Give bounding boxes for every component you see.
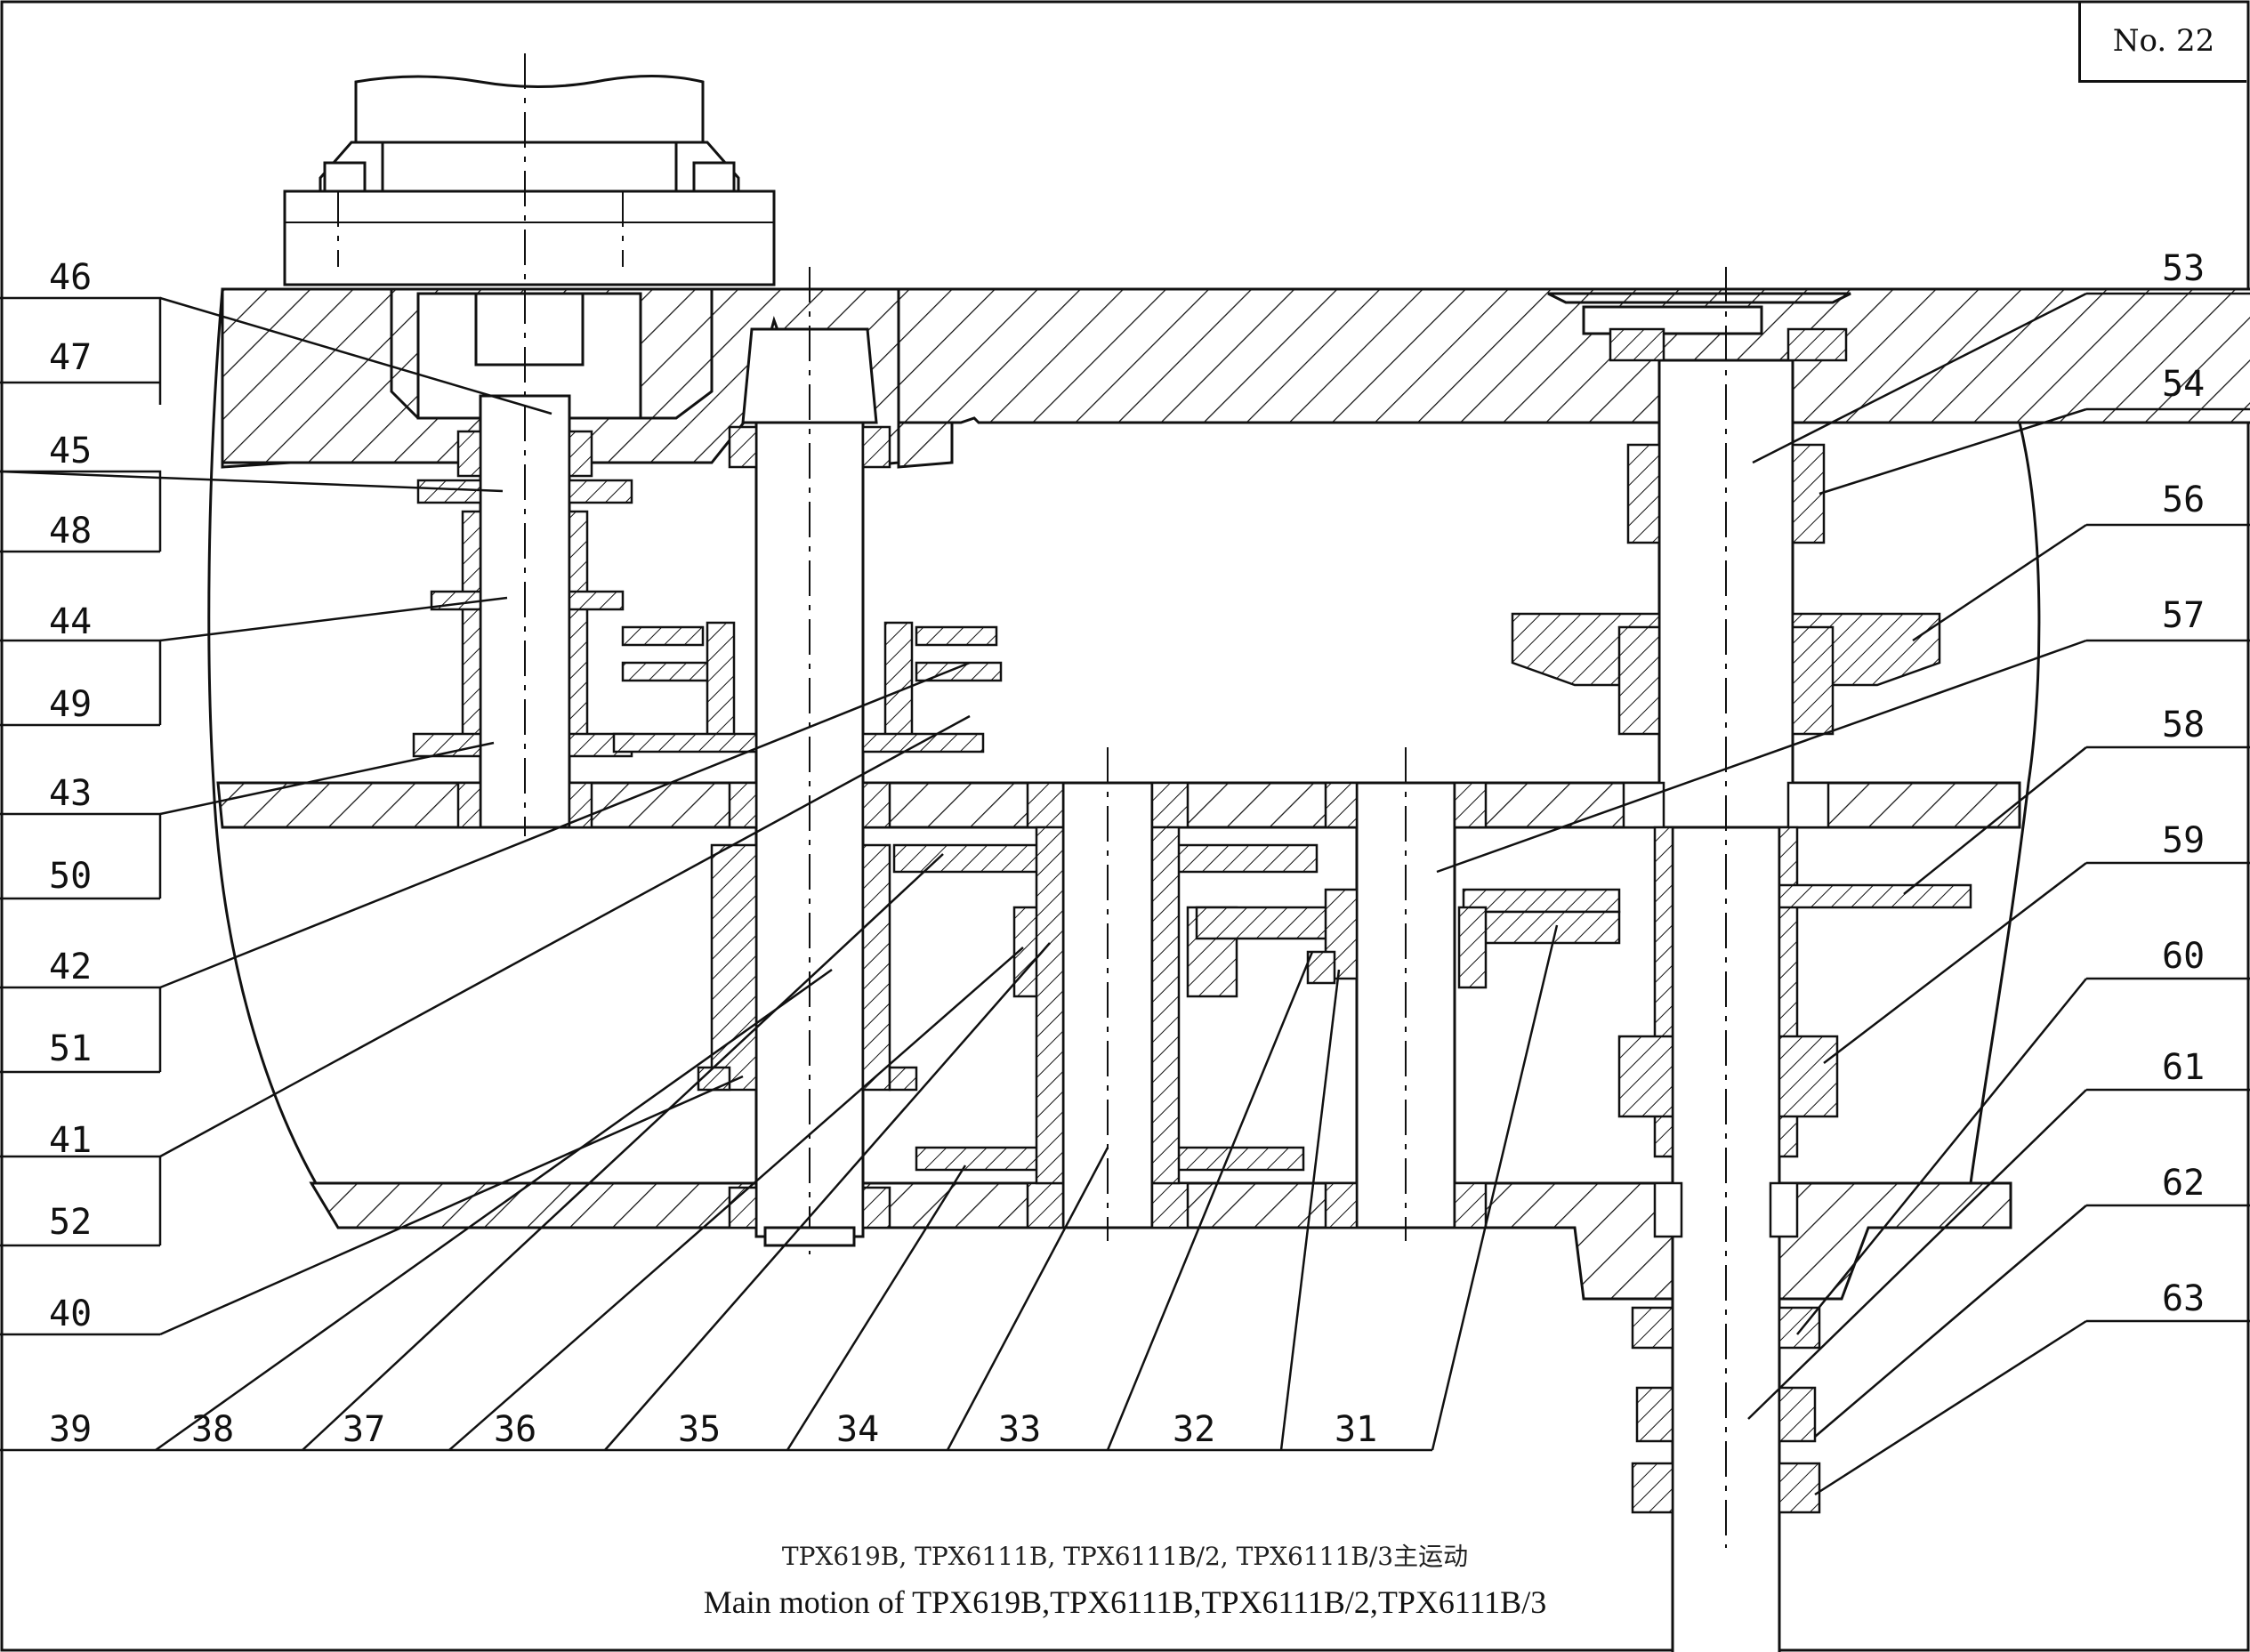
leader-37 [448,947,1024,1451]
part-label: 52 [49,1202,92,1243]
part-label: 36 [494,1409,536,1450]
part-label: 60 [2162,936,2205,977]
part-label: 35 [678,1409,721,1450]
caption-chinese: TPX619B, TPX6111B, TPX6111B/2, TPX6111B/… [781,1542,1469,1571]
shaft-right [1511,267,1972,1652]
part-label: 45 [49,431,92,471]
part-label: 63 [2162,1278,2205,1319]
shaft-fourth [1195,747,1621,1241]
leader-46 [159,296,552,415]
part-label: 57 [2162,595,2205,636]
part-label: 33 [998,1409,1041,1450]
leader-63 [1814,1319,2087,1496]
housing-right-wall [1969,422,2041,1184]
part-label: 53 [2162,248,2205,289]
leader-35 [786,1164,967,1451]
part-label: 46 [49,257,92,298]
left-labels: 46 47 45 48 44 49 43 50 42 51 41 52 40 [49,257,92,1334]
leader-34 [946,1147,1109,1451]
part-label: 44 [49,601,92,642]
part-label: 32 [1173,1409,1215,1450]
part-label: 56 [2162,479,2205,520]
part-label: 37 [343,1409,385,1450]
right-labels: 53 54 56 57 58 59 60 61 62 63 [2162,248,2205,1319]
shaft-third [892,747,1319,1241]
part-label: 47 [49,337,92,378]
part-label: 54 [2162,364,2205,405]
part-label: 59 [2162,820,2205,861]
leader-53 [1752,292,2087,464]
leader-32 [1279,969,1341,1451]
leader-45 [0,470,504,493]
shaft-second [612,267,1003,1254]
part-label: 49 [49,684,92,725]
part-label: 62 [2162,1163,2205,1204]
bottom-labels: 39 38 37 36 35 34 33 32 31 [49,1409,1377,1450]
part-label: 48 [49,511,92,552]
part-label: 40 [49,1293,92,1334]
leader-31 [1431,924,1559,1451]
leader-lines [0,292,2087,1496]
leader-38 [302,853,944,1451]
leader-54 [1819,407,2087,496]
part-label: 50 [49,856,92,897]
page-number: No. 22 [2078,2,2246,83]
leader-60 [1796,978,2087,1335]
part-label: 51 [49,1028,92,1069]
leader-36 [604,942,1051,1451]
caption-english: Main motion of TPX619B,TPX6111B,TPX6111B… [703,1584,1547,1620]
part-label: 34 [836,1409,879,1450]
leader-61 [1747,1089,2087,1420]
part-label: 39 [49,1409,92,1450]
leader-44 [159,596,508,642]
leader-43 [159,741,495,816]
part-label: 58 [2162,705,2205,745]
part-label: 41 [49,1120,92,1161]
housing-left-wall [207,288,318,1184]
leader-41 [159,714,971,1158]
leader-33 [1106,951,1314,1451]
leader-57 [1436,639,2087,874]
motor-flange [283,74,776,286]
upper-housing [221,287,2250,469]
part-label: 61 [2162,1047,2205,1088]
leader-39 [155,968,833,1452]
leader-42 [159,661,971,989]
shaft-left [337,53,633,836]
part-label: 31 [1335,1409,1377,1450]
leader-58 [1903,746,2087,895]
leader-40 [159,1075,744,1336]
leader-56 [1912,523,2087,642]
part-label: 42 [49,947,92,987]
part-label: 38 [191,1409,234,1450]
leader-59 [1823,862,2087,1064]
leader-62 [1814,1205,2087,1438]
part-label: 43 [49,773,92,814]
